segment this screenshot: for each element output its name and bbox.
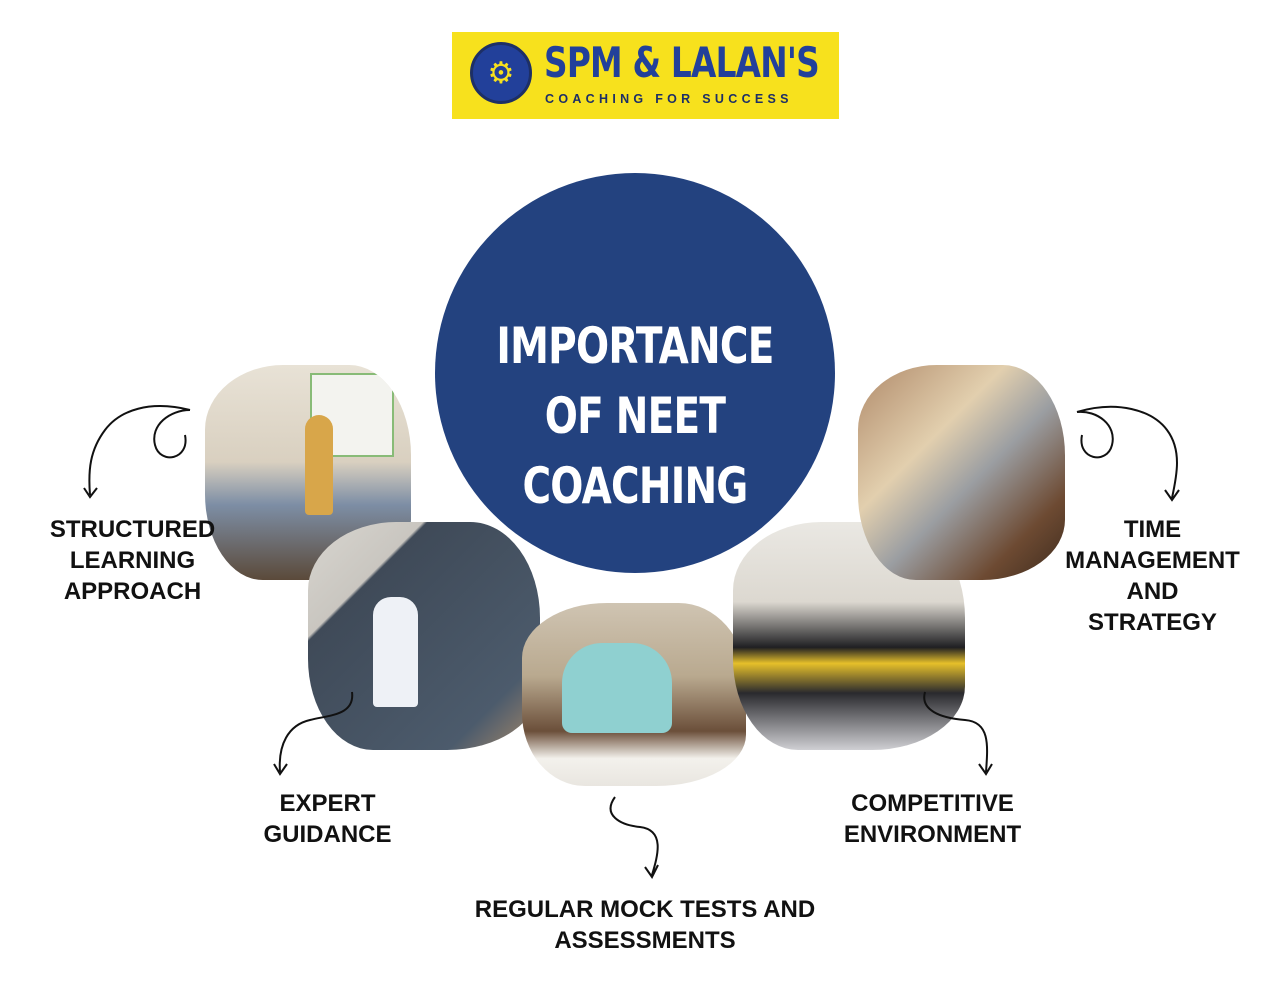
- logo-name: SPM & LALAN'S: [544, 38, 820, 87]
- curly-arrow-mock-tests: [609, 796, 659, 879]
- label-line: COMPETITIVE: [851, 790, 1014, 817]
- label-line: EXPERT: [279, 790, 376, 817]
- label-mock-tests: REGULAR MOCK TESTS AND ASSESSMENTS: [440, 894, 850, 956]
- label-line: GUIDANCE: [263, 821, 392, 848]
- label-line: MANAGEMENT: [1065, 547, 1240, 574]
- curly-arrow-competitive: [923, 691, 993, 776]
- label-line: TIME: [1123, 516, 1182, 543]
- label-line: STRUCTURED: [49, 516, 216, 543]
- label-expert-guidance: EXPERT GUIDANCE: [230, 788, 425, 850]
- label-line: LEARNING: [69, 547, 196, 574]
- label-line: ASSESSMENTS: [554, 927, 736, 954]
- label-line: ENVIRONMENT: [843, 821, 1022, 848]
- label-line: APPROACH: [63, 578, 202, 605]
- label-line: STRATEGY: [1088, 609, 1217, 636]
- curly-arrow-time: [1076, 405, 1180, 502]
- logo: ⚙ SPM & LALAN'S COACHING FOR SUCCESS: [452, 32, 839, 119]
- photo-time-management: [858, 365, 1065, 580]
- logo-tagline: COACHING FOR SUCCESS: [545, 92, 793, 106]
- photo-expert-guidance: [308, 522, 540, 750]
- label-competitive-environment: COMPETITIVE ENVIRONMENT: [825, 788, 1040, 850]
- hub-circle: IMPORTANCE OF NEET COACHING: [435, 173, 835, 573]
- stethoscope-gear-icon: ⚙: [470, 42, 532, 104]
- label-line: REGULAR MOCK TESTS AND: [474, 896, 816, 923]
- label-line: AND: [1126, 578, 1179, 605]
- label-time-management: TIME MANAGEMENT AND STRATEGY: [1050, 514, 1255, 638]
- curly-arrow-structured: [83, 405, 191, 499]
- hub-title: IMPORTANCE OF NEET COACHING: [496, 317, 774, 515]
- label-structured-learning: STRUCTURED LEARNING APPROACH: [30, 514, 235, 607]
- photo-mock-tests: [522, 603, 746, 786]
- curly-arrow-expert: [273, 691, 354, 776]
